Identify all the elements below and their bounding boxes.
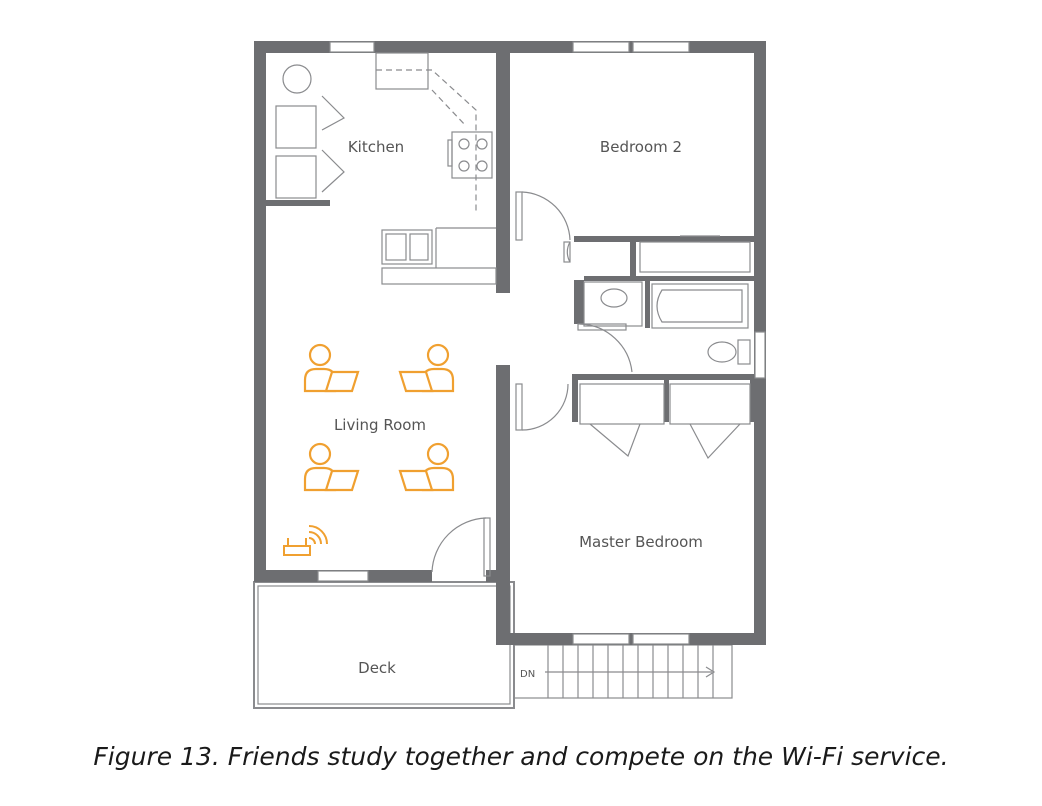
walls — [254, 41, 766, 645]
stairs-down-label: DN — [520, 669, 535, 680]
person-with-laptop-icon — [303, 343, 360, 393]
wifi-router-icon — [283, 525, 328, 556]
person-with-laptop-icon — [398, 442, 455, 492]
person-with-laptop-icon — [398, 343, 455, 393]
kitchen-fixtures — [275, 52, 497, 285]
stairs — [513, 644, 733, 699]
floor-plan: Kitchen Bedroom 2 Living Room Master Bed… — [253, 41, 766, 709]
room-label-bedroom-2: Bedroom 2 — [600, 138, 682, 156]
room-label-kitchen: Kitchen — [348, 138, 404, 156]
bathroom-fixtures — [579, 235, 751, 425]
windows — [317, 41, 766, 645]
deck — [253, 581, 515, 709]
room-label-living-room: Living Room — [334, 416, 426, 434]
person-with-laptop-icon — [303, 442, 360, 492]
room-label-master-bedroom: Master Bedroom — [579, 533, 703, 551]
figure-caption: Figure 13. Friends study together and co… — [93, 742, 949, 771]
doors — [431, 191, 741, 577]
room-label-deck: Deck — [358, 659, 396, 677]
